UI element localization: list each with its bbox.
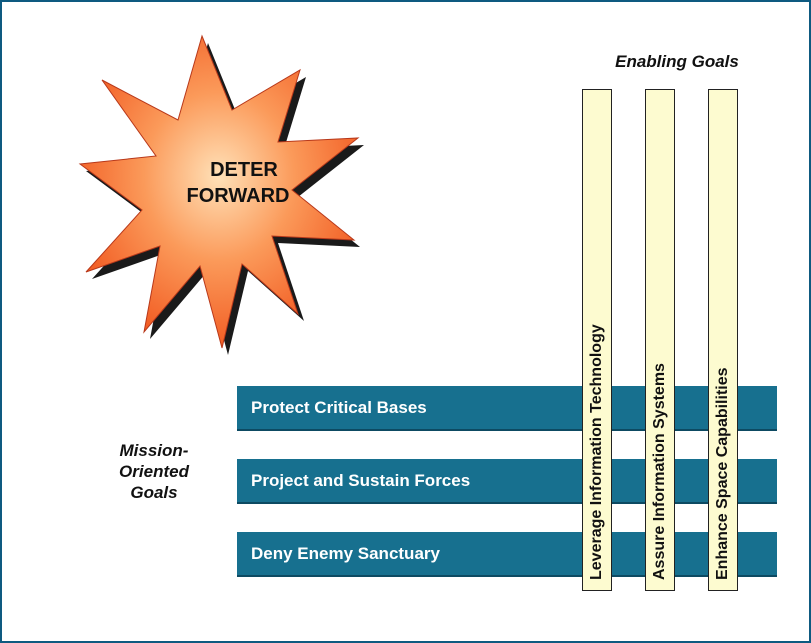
starburst-line-2: FORWARD	[187, 185, 290, 207]
enabling-column-enhance-space: Enhance Space Capabilities	[708, 89, 738, 591]
enabling-column-label: Assure Information Systems	[651, 363, 668, 580]
enabling-column-assure-is: Assure Information Systems	[645, 89, 675, 591]
mission-goals-title: Mission- Oriented Goals	[94, 440, 214, 503]
mission-bar-label: Protect Critical Bases	[251, 398, 427, 417]
enabling-column-leverage-it: Leverage Information Technology	[582, 89, 612, 591]
mission-bar-project-sustain-forces: Project and Sustain Forces	[237, 459, 777, 504]
enabling-goals-title: Enabling Goals	[615, 52, 739, 71]
mission-bar-label: Project and Sustain Forces	[251, 471, 471, 490]
starburst-shape	[78, 34, 360, 349]
mission-bar-protect-critical-bases: Protect Critical Bases	[237, 386, 777, 431]
mission-bar-deny-enemy-sanctuary: Deny Enemy Sanctuary	[237, 532, 777, 577]
mission-bar-label: Deny Enemy Sanctuary	[251, 544, 440, 563]
mission-title-line: Mission-	[119, 441, 189, 460]
starburst-line-1: DETER	[210, 159, 278, 181]
enabling-column-label: Enhance Space Capabilities	[714, 367, 731, 580]
enabling-column-label: Leverage Information Technology	[588, 324, 605, 580]
deter-forward-starburst: DETER FORWARD	[78, 34, 364, 355]
mission-title-line: Goals	[130, 483, 178, 502]
mission-title-line: Oriented	[119, 462, 189, 481]
